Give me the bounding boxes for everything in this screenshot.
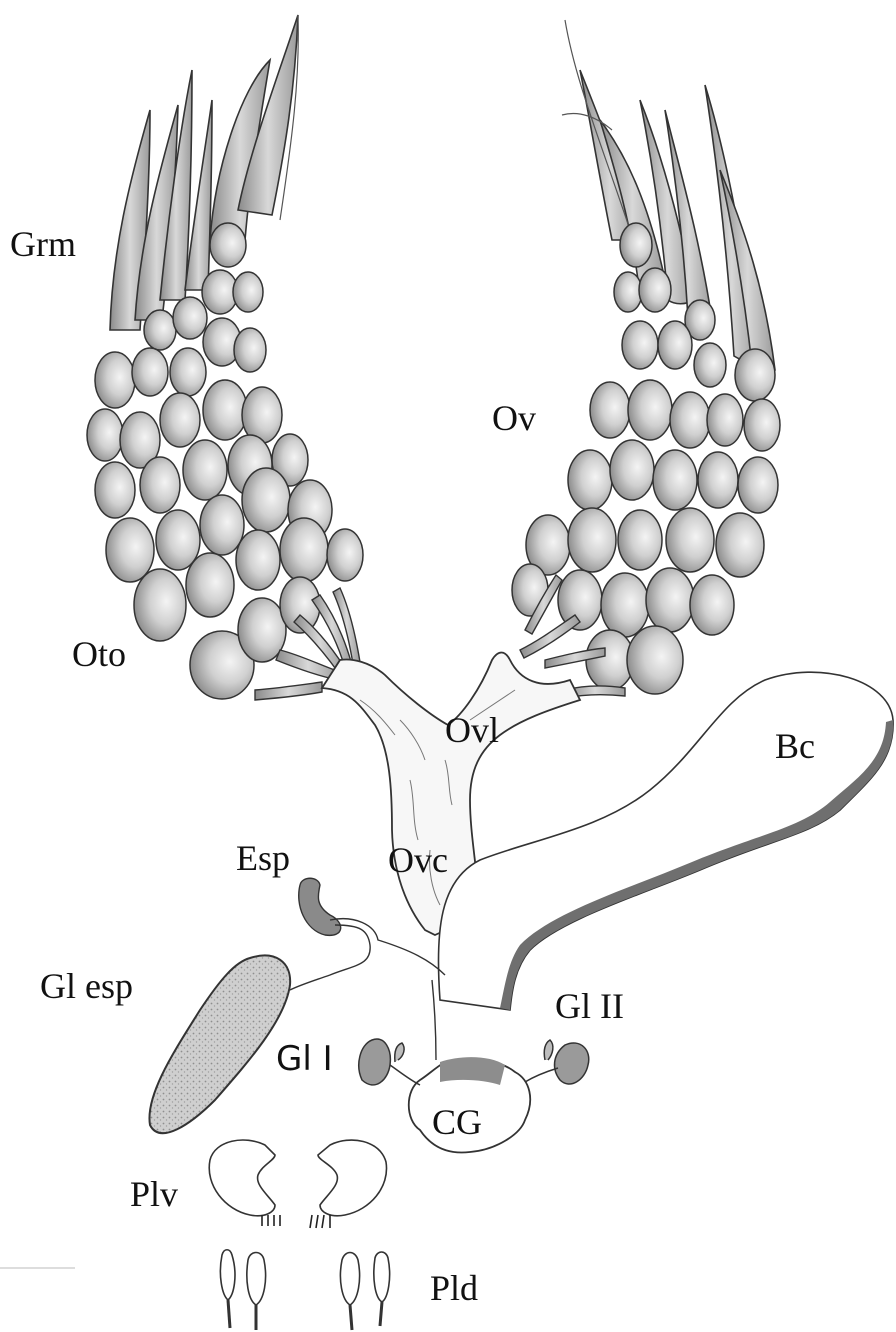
ventral-plate-bristles bbox=[262, 1215, 330, 1228]
dorsal-plates bbox=[220, 1250, 389, 1305]
label-grm: Grm bbox=[10, 226, 76, 262]
label-esp: Esp bbox=[236, 840, 290, 876]
label-ovl: Ovl bbox=[445, 712, 499, 748]
label-gl-esp: Gl esp bbox=[40, 968, 133, 1004]
label-oto: Oto bbox=[72, 636, 126, 672]
spermathecal-gland bbox=[149, 956, 290, 1134]
label-pld: Pld bbox=[430, 1270, 478, 1306]
label-ovc: Ovc bbox=[388, 842, 448, 878]
label-gl-i: Gl I bbox=[276, 1042, 333, 1076]
label-ov: Ov bbox=[492, 400, 536, 436]
label-plv: Plv bbox=[130, 1176, 178, 1212]
label-bc: Bc bbox=[775, 728, 815, 764]
gland-ii bbox=[525, 1040, 589, 1084]
dorsal-plate-stems bbox=[228, 1300, 382, 1330]
oviduct-thread bbox=[432, 980, 436, 1060]
ventral-plates bbox=[209, 1140, 386, 1216]
gland-i bbox=[359, 1039, 420, 1085]
label-gl-ii: Gl II bbox=[555, 988, 624, 1024]
spermatheca bbox=[299, 878, 341, 935]
label-cg: CG bbox=[432, 1104, 482, 1140]
